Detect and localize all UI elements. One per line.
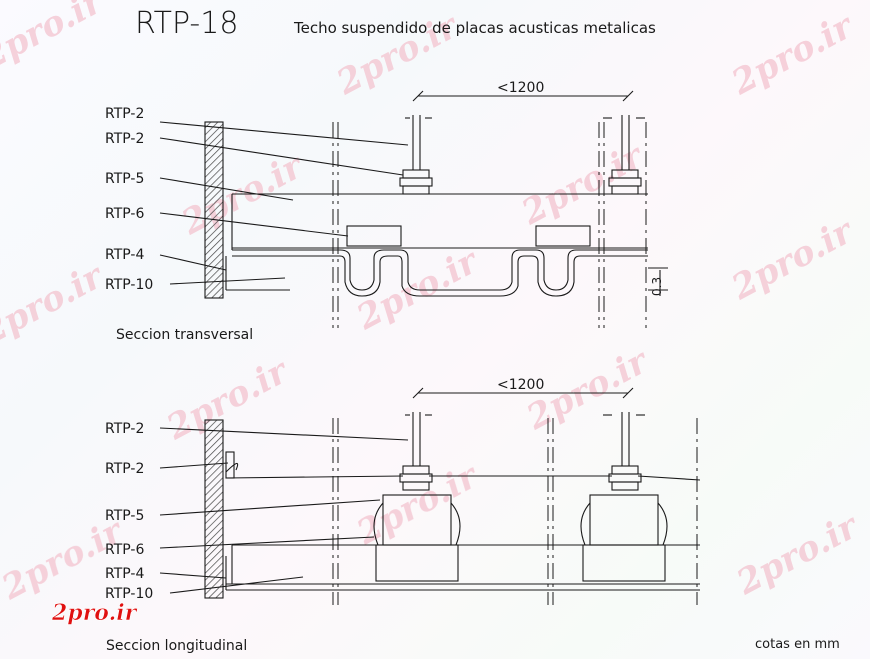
dimension-label: <1200 [497,377,544,393]
watermark-text: 2pro.ir [515,136,651,234]
callout-label: RTP-10 [105,586,153,602]
callout-label: RTP-2 [105,131,144,147]
section-caption: Seccion longitudinal [106,638,247,654]
units-note: cotas en mm [755,637,840,652]
watermark-text: 2pro.ir [0,256,111,354]
height-dimension-label: 0.3 [650,277,664,296]
drawing-title: Techo suspendido de placas acusticas met… [293,19,656,37]
carrier-block [589,494,659,546]
nut [402,465,430,475]
callout-label: RTP-5 [105,171,144,187]
watermark-text: 2pro.ir [730,506,866,604]
callout-label: RTP-6 [105,542,144,558]
callout-label: RTP-4 [105,566,144,582]
carrier-block [346,225,402,247]
section-transversal-labels: <1200 0.3 RTP-2 RTP-2 RTP-5 RTP-6 RTP-4 … [105,80,664,343]
acoustic-panel [232,249,648,291]
drawing-code: RTP-18 [135,6,238,41]
callout-label: RTP-2 [105,461,144,477]
watermark-text: 2pro.ir [725,211,861,309]
callout-label: RTP-2 [105,421,144,437]
watermark-text: 2pro.ir [350,456,486,554]
watermark-text: 2pro.ir [0,0,111,78]
dimension-label: <1200 [497,80,544,96]
carrier-block [535,225,591,247]
callout-label: RTP-6 [105,206,144,222]
nut [402,185,430,195]
callout-label: RTP-10 [105,277,153,293]
nut [611,481,639,491]
nut [402,481,430,491]
section-caption: Seccion transversal [116,327,253,343]
watermark-text: 2pro.ir [725,6,861,104]
callout-label: RTP-2 [105,106,144,122]
section-longitudinal-labels: <1200 RTP-2 RTP-2 RTP-5 RTP-6 RTP-4 RTP-… [105,377,840,654]
wall [204,419,224,599]
nut [399,177,433,187]
callout-label: RTP-5 [105,508,144,524]
brand-logo: 2pro.ir [51,600,138,626]
nut [611,465,639,475]
section-transversal [159,90,668,328]
nut [402,169,430,179]
wall [204,121,224,299]
nut [608,473,642,483]
section-longitudinal [159,387,701,605]
callout-label: RTP-4 [105,247,144,263]
